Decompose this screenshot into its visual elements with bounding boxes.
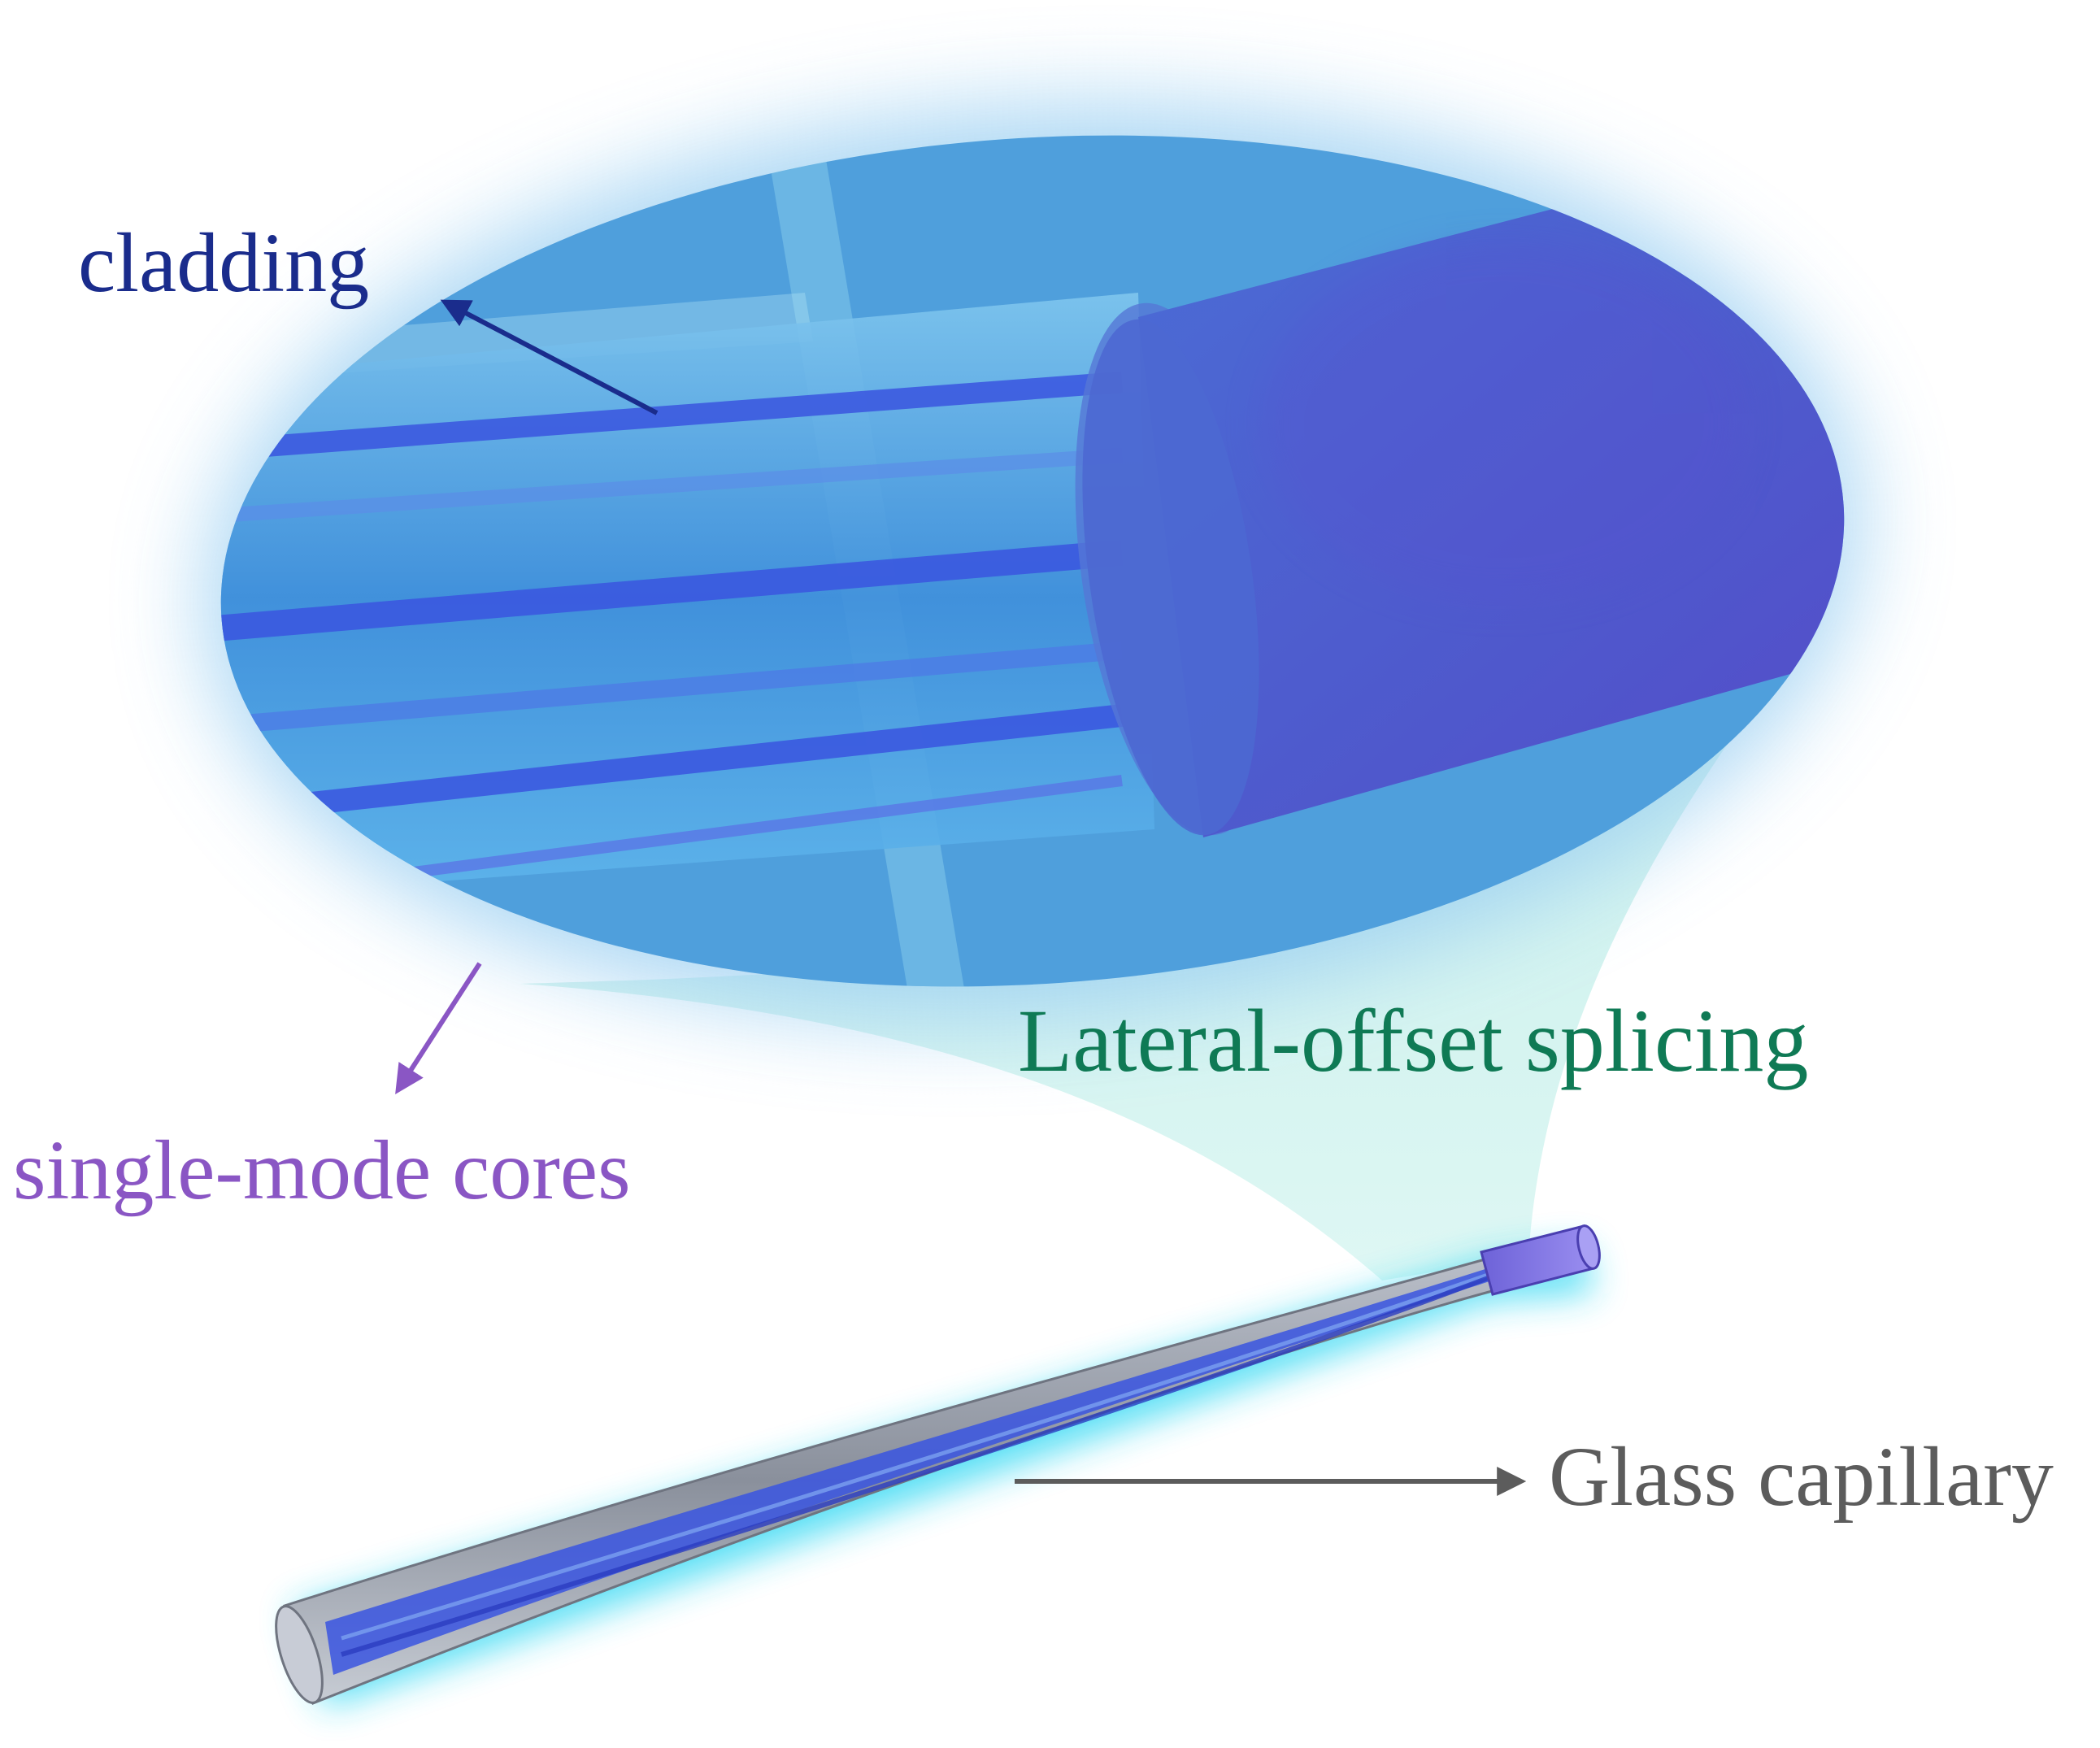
capillary-tip xyxy=(1480,1224,1601,1296)
cladding-label: cladding xyxy=(78,216,370,310)
glass-capillary xyxy=(275,1224,1601,1706)
cladding-arrow xyxy=(440,299,659,415)
single-mode-cores-label: single-mode cores xyxy=(13,1124,631,1217)
core-line xyxy=(192,372,1123,466)
fiber-bundle xyxy=(192,293,1154,902)
core-line xyxy=(192,641,1123,741)
cores-arrow xyxy=(395,962,482,1095)
glass-capillary-label: Glass capillary xyxy=(1549,1430,2054,1524)
magnified-view xyxy=(192,82,1873,1040)
core-line xyxy=(192,448,1123,528)
core-line xyxy=(192,540,1124,647)
capillary-glow xyxy=(293,1248,1593,1707)
lateral-offset-splicing-label: Lateral-offset splicing xyxy=(1018,991,1809,1090)
